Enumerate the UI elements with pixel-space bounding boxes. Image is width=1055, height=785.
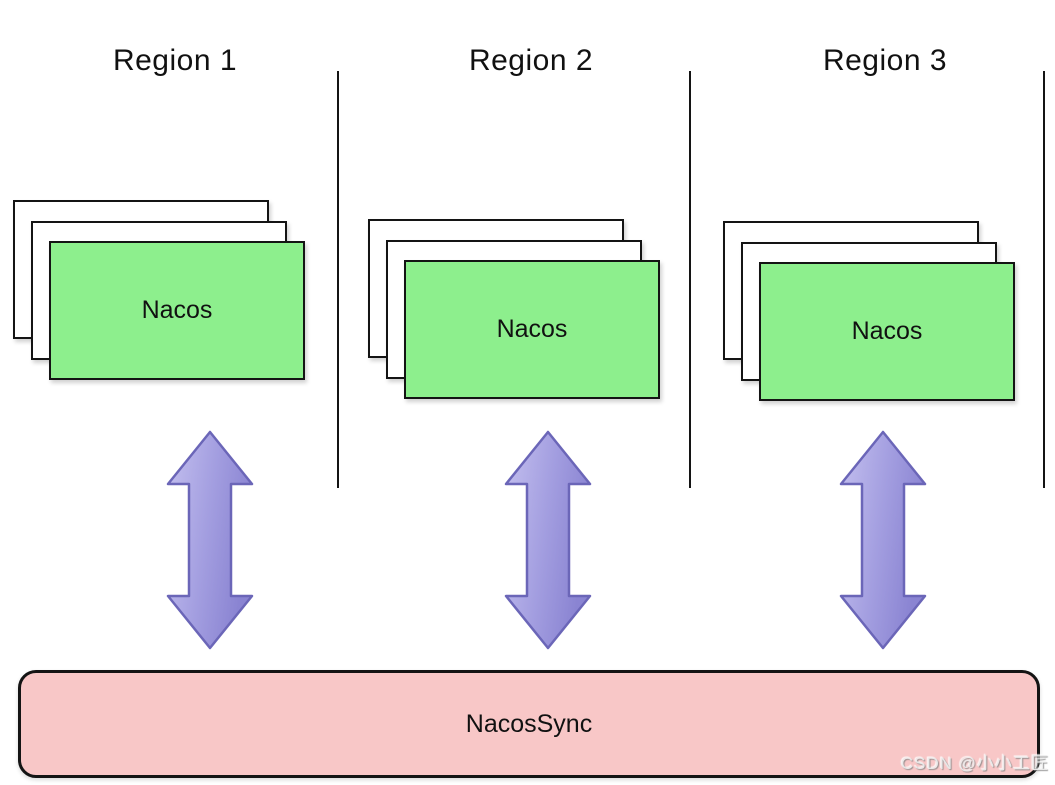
double-arrow-icon <box>838 429 928 651</box>
region-divider-line <box>1043 71 1045 488</box>
region-3-node-stack: Nacos <box>723 221 1023 406</box>
double-arrow-icon <box>503 429 593 651</box>
nacos-sync-bar: NacosSync <box>18 670 1040 778</box>
region-2-nacos-node: Nacos <box>404 260 660 399</box>
region-1-nacos-node: Nacos <box>49 241 305 380</box>
region-divider-line <box>689 71 691 488</box>
region-3-nacos-node: Nacos <box>759 262 1015 401</box>
region-3-title: Region 3 <box>822 44 948 77</box>
region-2-node-stack: Nacos <box>368 219 668 404</box>
region-1-title: Region 1 <box>112 44 238 77</box>
region-divider-line <box>337 71 339 488</box>
double-arrow-icon <box>165 429 255 651</box>
region-2-title: Region 2 <box>468 44 594 77</box>
csdn-watermark: CSDN @小小工匠 <box>900 754 1049 773</box>
region-1-node-stack: Nacos <box>13 200 313 385</box>
